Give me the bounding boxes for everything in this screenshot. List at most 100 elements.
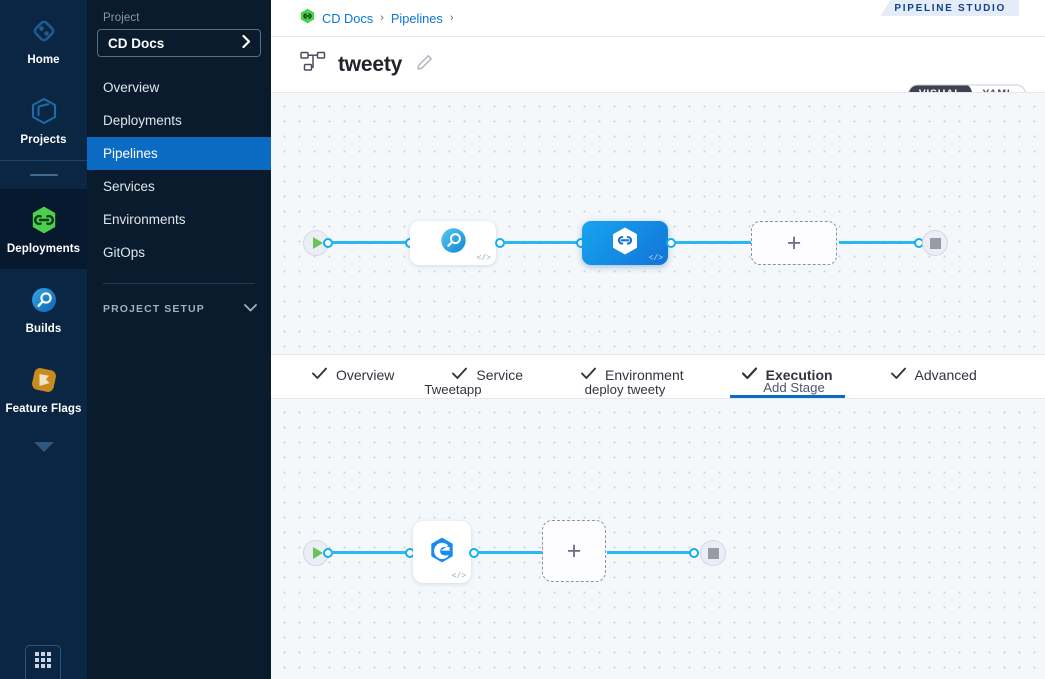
pipeline-hierarchy-icon [300, 51, 326, 78]
stage-label-deploy-tweety: deploy tweety [584, 382, 666, 397]
home-diamond-icon [27, 14, 61, 48]
page-title-bar: tweety VISUAL YAML [271, 36, 1045, 104]
step-node-rollout-deployment[interactable]: </> [413, 521, 471, 583]
deployments-hex-icon [300, 8, 315, 29]
sidebar-item-label: Deployments [103, 113, 182, 128]
sidebar-item-environments[interactable]: Environments [87, 203, 271, 236]
sidebar-item-overview[interactable]: Overview [87, 71, 271, 104]
tab-label: Overview [336, 367, 395, 383]
harness-hex-icon [611, 226, 639, 261]
breadcrumb-separator: › [380, 12, 384, 24]
pencil-icon[interactable] [416, 54, 433, 76]
plus-icon: + [786, 228, 802, 257]
add-stage-box: + [751, 221, 837, 265]
execution-step-canvas[interactable]: </> Rollout Deployment + Add Step [271, 398, 1045, 679]
check-icon [452, 367, 468, 383]
project-setup-label: PROJECT SETUP [103, 303, 205, 315]
stage-canvas[interactable]: </> Tweetapp [271, 92, 1045, 397]
connector-line [674, 241, 752, 244]
tab-environment[interactable]: Environment [569, 355, 696, 398]
rail-label-projects: Projects [20, 134, 67, 146]
project-selector[interactable]: CD Docs [97, 29, 261, 57]
rail-divider [0, 160, 87, 161]
check-icon [312, 367, 327, 383]
breadcrumb-item-pipelines[interactable]: Pipelines [390, 10, 443, 26]
service-magnifier-icon [438, 225, 469, 261]
cube-icon [27, 94, 61, 128]
page-title: tweety [338, 52, 403, 76]
rail-item-home[interactable]: Home [0, 0, 87, 80]
stop-icon [707, 547, 719, 559]
stage-node-tweetapp[interactable]: </> [410, 221, 496, 265]
pipeline-end-node[interactable] [922, 230, 948, 256]
project-selector-label: CD Docs [108, 35, 165, 51]
rail-item-feature-flags[interactable]: Feature Flags [0, 349, 87, 429]
add-stage-button[interactable]: + [751, 221, 837, 265]
rail-label-builds: Builds [25, 323, 62, 335]
stage-label-tweetapp: Tweetapp [424, 382, 482, 397]
rail-more-button[interactable] [0, 429, 87, 469]
add-step-box: + [542, 520, 606, 582]
connector-line [607, 551, 693, 554]
sidebar-divider [103, 283, 255, 284]
connector-line [331, 241, 409, 244]
add-step-button[interactable]: + [542, 520, 606, 582]
sidebar-item-deployments[interactable]: Deployments [87, 104, 271, 137]
sidebar-item-label: Pipelines [103, 146, 158, 161]
tab-overview[interactable]: Overview [300, 355, 406, 398]
end-node-circle [922, 230, 948, 256]
stage-box: </> [410, 221, 496, 265]
tab-label: Execution [765, 367, 833, 383]
rail-label-home: Home [27, 54, 60, 66]
check-icon [581, 367, 596, 383]
tab-label: Advanced [914, 367, 977, 383]
connector-line [839, 241, 919, 244]
sidebar-item-gitops[interactable]: GitOps [87, 236, 271, 269]
apps-launcher-button[interactable] [25, 645, 61, 679]
rail-item-builds[interactable]: Builds [0, 269, 87, 349]
main-nav-rail: Home Projects [0, 0, 87, 679]
plus-icon: + [566, 536, 582, 565]
code-badge[interactable]: </> [451, 572, 466, 581]
pipeline-studio-badge: PIPELINE STUDIO [880, 0, 1019, 16]
end-node-circle [700, 540, 726, 566]
sidebar-nav: Overview Deployments Pipelines Services … [87, 71, 271, 269]
sidebar-project-setup[interactable]: PROJECT SETUP [87, 298, 271, 320]
tab-advanced[interactable]: Advanced [879, 355, 989, 398]
code-badge[interactable]: </> [648, 254, 663, 263]
play-icon [312, 237, 323, 249]
end-connector-dot [689, 548, 699, 558]
rail-label-deployments: Deployments [6, 243, 81, 255]
step-box: </> [413, 521, 471, 583]
rail-item-deployments[interactable]: Deployments [0, 189, 87, 269]
sidebar-item-label: Services [103, 179, 155, 194]
play-icon [312, 547, 323, 559]
sidebar-item-label: Environments [103, 212, 186, 227]
code-badge[interactable]: </> [476, 254, 491, 263]
connector-line [477, 551, 549, 554]
sidebar-item-pipelines[interactable]: Pipelines [87, 137, 271, 170]
tab-label: Environment [605, 367, 684, 383]
check-icon [741, 367, 757, 383]
sidebar-item-label: Overview [103, 80, 160, 95]
rail-collapse-handle[interactable] [0, 161, 87, 189]
chevron-right-icon [242, 34, 251, 51]
sidebar-caption: Project [103, 12, 140, 24]
execution-end-node[interactable] [700, 540, 726, 566]
stage-node-deploy-tweety[interactable]: </> [582, 221, 668, 265]
add-stage-label: Add Stage [763, 380, 825, 395]
tab-service[interactable]: Service [440, 355, 535, 398]
chevron-down-icon [244, 303, 257, 315]
sidebar-item-services[interactable]: Services [87, 170, 271, 203]
main-content: PIPELINE STUDIO CD Docs › Pipelines › [271, 0, 1045, 679]
connector-line [331, 551, 409, 554]
rollout-e-icon [428, 536, 456, 569]
breadcrumb-item-cd-docs[interactable]: CD Docs [322, 10, 374, 26]
breadcrumb-separator: › [449, 12, 454, 24]
tab-execution[interactable]: Execution [729, 355, 845, 398]
grid-apps-icon [34, 651, 52, 674]
stage-box-selected: </> [582, 221, 668, 265]
deployments-hex-icon [27, 203, 61, 237]
rail-item-projects[interactable]: Projects [0, 80, 87, 160]
